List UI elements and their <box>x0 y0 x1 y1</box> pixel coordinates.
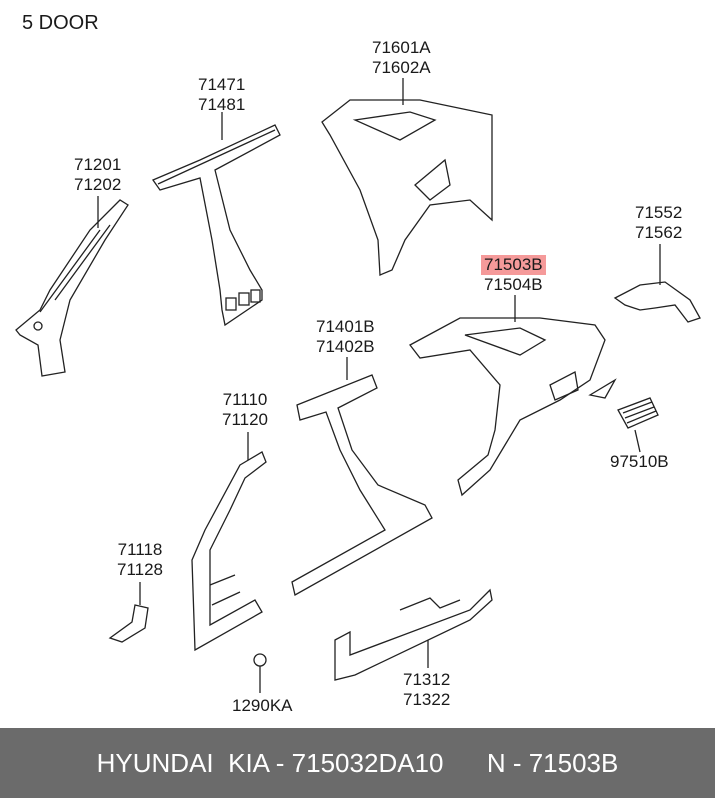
label-1290ka: 1290KA <box>232 696 293 715</box>
part-71601 <box>321 78 493 276</box>
diagram-title: 5 DOOR <box>22 12 99 34</box>
part-71312 <box>334 588 493 681</box>
part-97510 <box>617 397 659 453</box>
part-1290ka <box>253 653 267 693</box>
part-71118 <box>108 582 149 643</box>
part-71110 <box>191 432 267 652</box>
part-71552 <box>613 244 701 323</box>
part-71401 <box>291 357 433 596</box>
part-71201 <box>15 196 129 377</box>
part-71503 <box>409 295 617 497</box>
part-71471 <box>152 112 281 327</box>
footer-brand: HYUNDAI KIA - 715032DA10 <box>96 747 444 778</box>
parts-diagram <box>15 78 701 693</box>
footer-code: N - 71503B <box>486 747 619 778</box>
label-97510: 97510B <box>610 452 669 471</box>
footer-bar: HYUNDAI KIA - 715032DA10 N - 71503B <box>0 728 715 798</box>
